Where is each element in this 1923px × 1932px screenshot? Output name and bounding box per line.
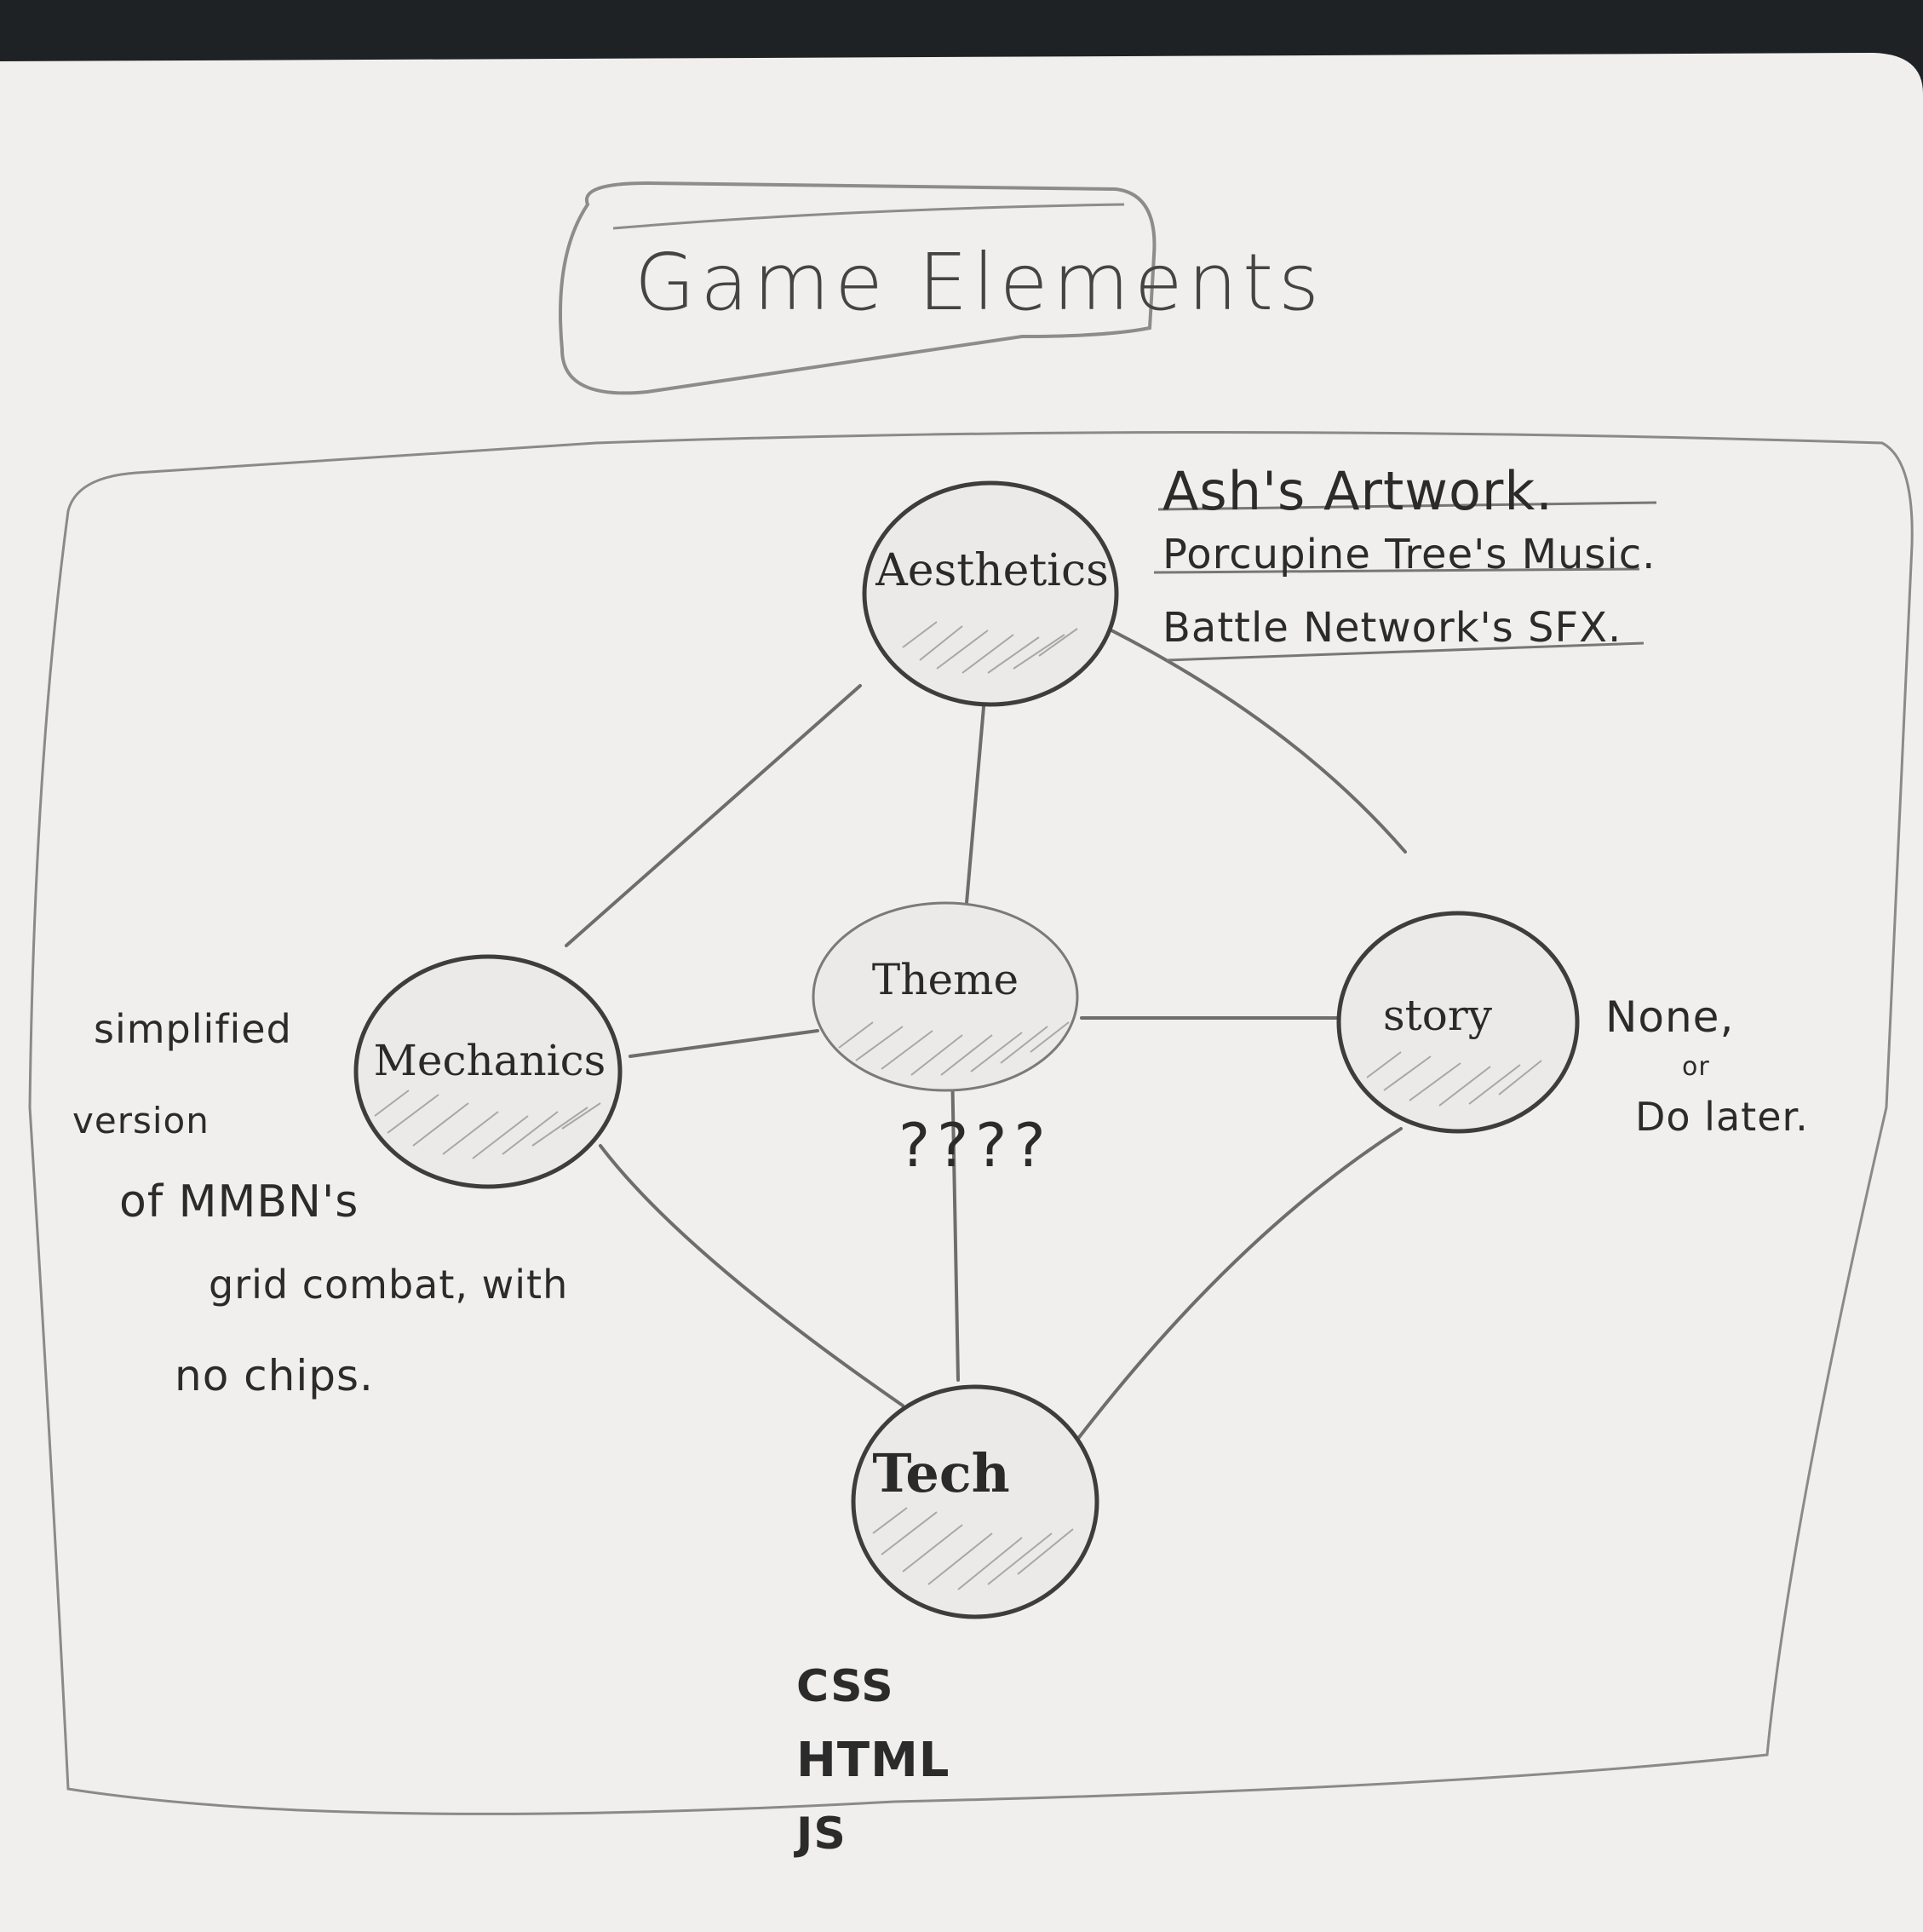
mechanics-circle — [353, 954, 623, 1189]
edge-aesthetics-mechanics — [565, 684, 862, 947]
aesthetics-note-2: Porcupine Tree's Music. — [1162, 531, 1656, 578]
diagram-title: Game Elements — [634, 237, 1324, 328]
aesthetics-note-1: Ash's Artwork. — [1162, 460, 1554, 522]
tech-notes: CSS HTML JS — [796, 1661, 950, 1860]
mechanics-note-4: grid combat, with — [209, 1262, 569, 1308]
edge-aesthetics-theme — [965, 705, 985, 905]
mechanics-note-5: no chips. — [175, 1351, 374, 1400]
mechanics-note-2: version — [72, 1100, 210, 1141]
connection-lines — [565, 629, 1407, 1441]
tech-note-3: JS — [796, 1808, 847, 1860]
aesthetics-notes: Ash's Artwork. Porcupine Tree's Music. B… — [1162, 460, 1656, 652]
mechanics-note-3: of MMBN's — [119, 1176, 359, 1228]
story-notes: None, or Do later. — [1605, 992, 1809, 1140]
note-underlines — [1153, 501, 1657, 662]
story-note-3: Do later. — [1635, 1094, 1809, 1140]
node-label-story: story — [1382, 991, 1493, 1040]
edge-aesthetics-story — [1110, 629, 1407, 854]
edge-story-tech — [1076, 1127, 1403, 1441]
title-box-stroke — [612, 203, 1125, 230]
node-label-theme: Theme — [871, 955, 1019, 1004]
edge-mechanics-tech — [599, 1144, 904, 1407]
edge-theme-tech — [950, 1063, 960, 1382]
tech-note-1: CSS — [796, 1661, 894, 1712]
story-note-2: or — [1682, 1052, 1710, 1082]
story-note-1: None, — [1605, 992, 1735, 1042]
edge-mechanics-theme — [629, 1029, 819, 1058]
pencil-shading — [374, 621, 1542, 1590]
theme-note: ???? — [898, 1111, 1053, 1181]
tech-note-2: HTML — [796, 1733, 950, 1788]
outer-frame — [28, 431, 1914, 1815]
aesthetics-circle — [862, 480, 1119, 707]
aesthetics-note-3: Battle Network's SFX. — [1162, 604, 1622, 652]
node-label-tech: Tech — [872, 1442, 1010, 1504]
title-box — [559, 181, 1157, 395]
story-circle — [1336, 911, 1580, 1134]
mechanics-note-1: simplified — [94, 1006, 292, 1052]
node-label-aesthetics: Aesthetics — [875, 545, 1109, 596]
node-label-mechanics: Mechanics — [373, 1036, 606, 1085]
